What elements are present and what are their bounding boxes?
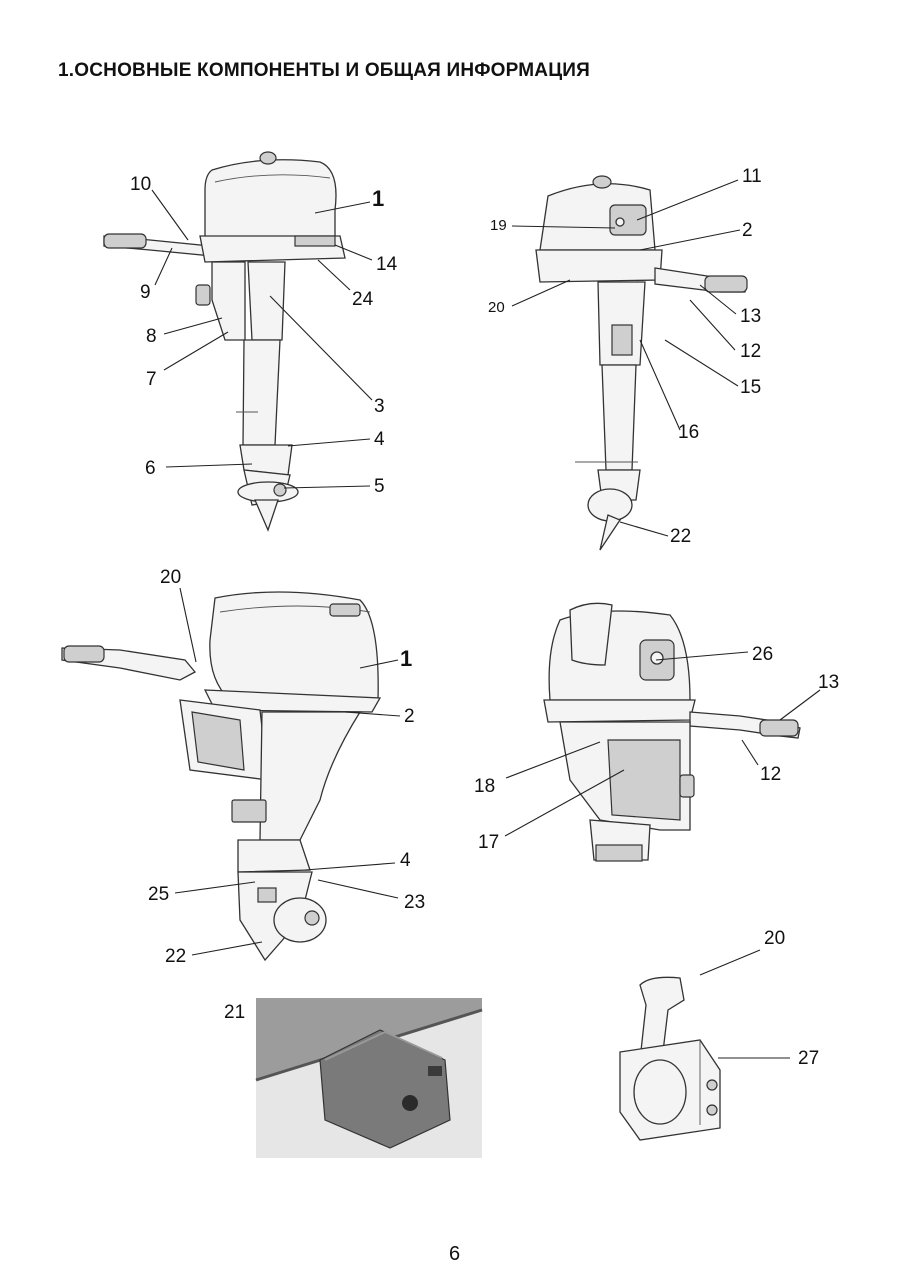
page-number: 6: [448, 1243, 461, 1265]
callout-13: 13: [818, 672, 839, 693]
callout-21: 21: [224, 1002, 245, 1023]
callout-25: 25: [148, 884, 169, 905]
callout-8: 8: [146, 326, 157, 347]
engine-figure-top-left: [103, 151, 346, 532]
callout-20: 20: [488, 299, 505, 316]
engine-figure-mid-left: [61, 591, 382, 962]
engine-figure-top-right: [535, 175, 748, 551]
callout-20: 20: [764, 928, 785, 949]
callout-10: 10: [130, 174, 151, 195]
callout-15: 15: [740, 377, 761, 398]
engine-figure-mid-right: [543, 602, 801, 862]
callout-26: 26: [752, 644, 773, 665]
callout-18: 18: [474, 776, 495, 797]
page-title: 1.ОСНОВНЫЕ КОМПОНЕНТЫ И ОБЩАЯ ИНФОРМАЦИЯ: [58, 60, 591, 81]
callout-22: 22: [670, 526, 691, 547]
callout-2: 2: [742, 220, 753, 241]
callout-5: 5: [374, 476, 385, 497]
callout-16: 16: [678, 422, 699, 443]
callout-11: 11: [742, 166, 762, 187]
callout-14: 14: [376, 254, 398, 275]
callout-24: 24: [352, 289, 374, 310]
callout-4: 4: [400, 850, 411, 871]
fuel-tank-photo: [255, 998, 483, 1158]
remote-control-figure: [619, 976, 721, 1141]
callout-12: 12: [760, 764, 781, 785]
callout-6: 6: [145, 458, 156, 479]
callout-12: 12: [740, 341, 761, 362]
callout-17: 17: [478, 832, 499, 853]
callout-23: 23: [404, 892, 425, 913]
callout-1: 1: [400, 646, 412, 671]
callout-9: 9: [140, 282, 151, 303]
callout-7: 7: [146, 369, 157, 390]
callout-1: 1: [372, 186, 384, 211]
callout-13: 13: [740, 306, 761, 327]
callout-22: 22: [165, 946, 186, 967]
callout-20: 20: [160, 567, 181, 588]
callout-4: 4: [374, 429, 385, 450]
callout-19: 19: [490, 217, 507, 234]
callout-2: 2: [404, 706, 415, 727]
callout-3: 3: [374, 396, 385, 417]
callout-27: 27: [798, 1048, 819, 1069]
